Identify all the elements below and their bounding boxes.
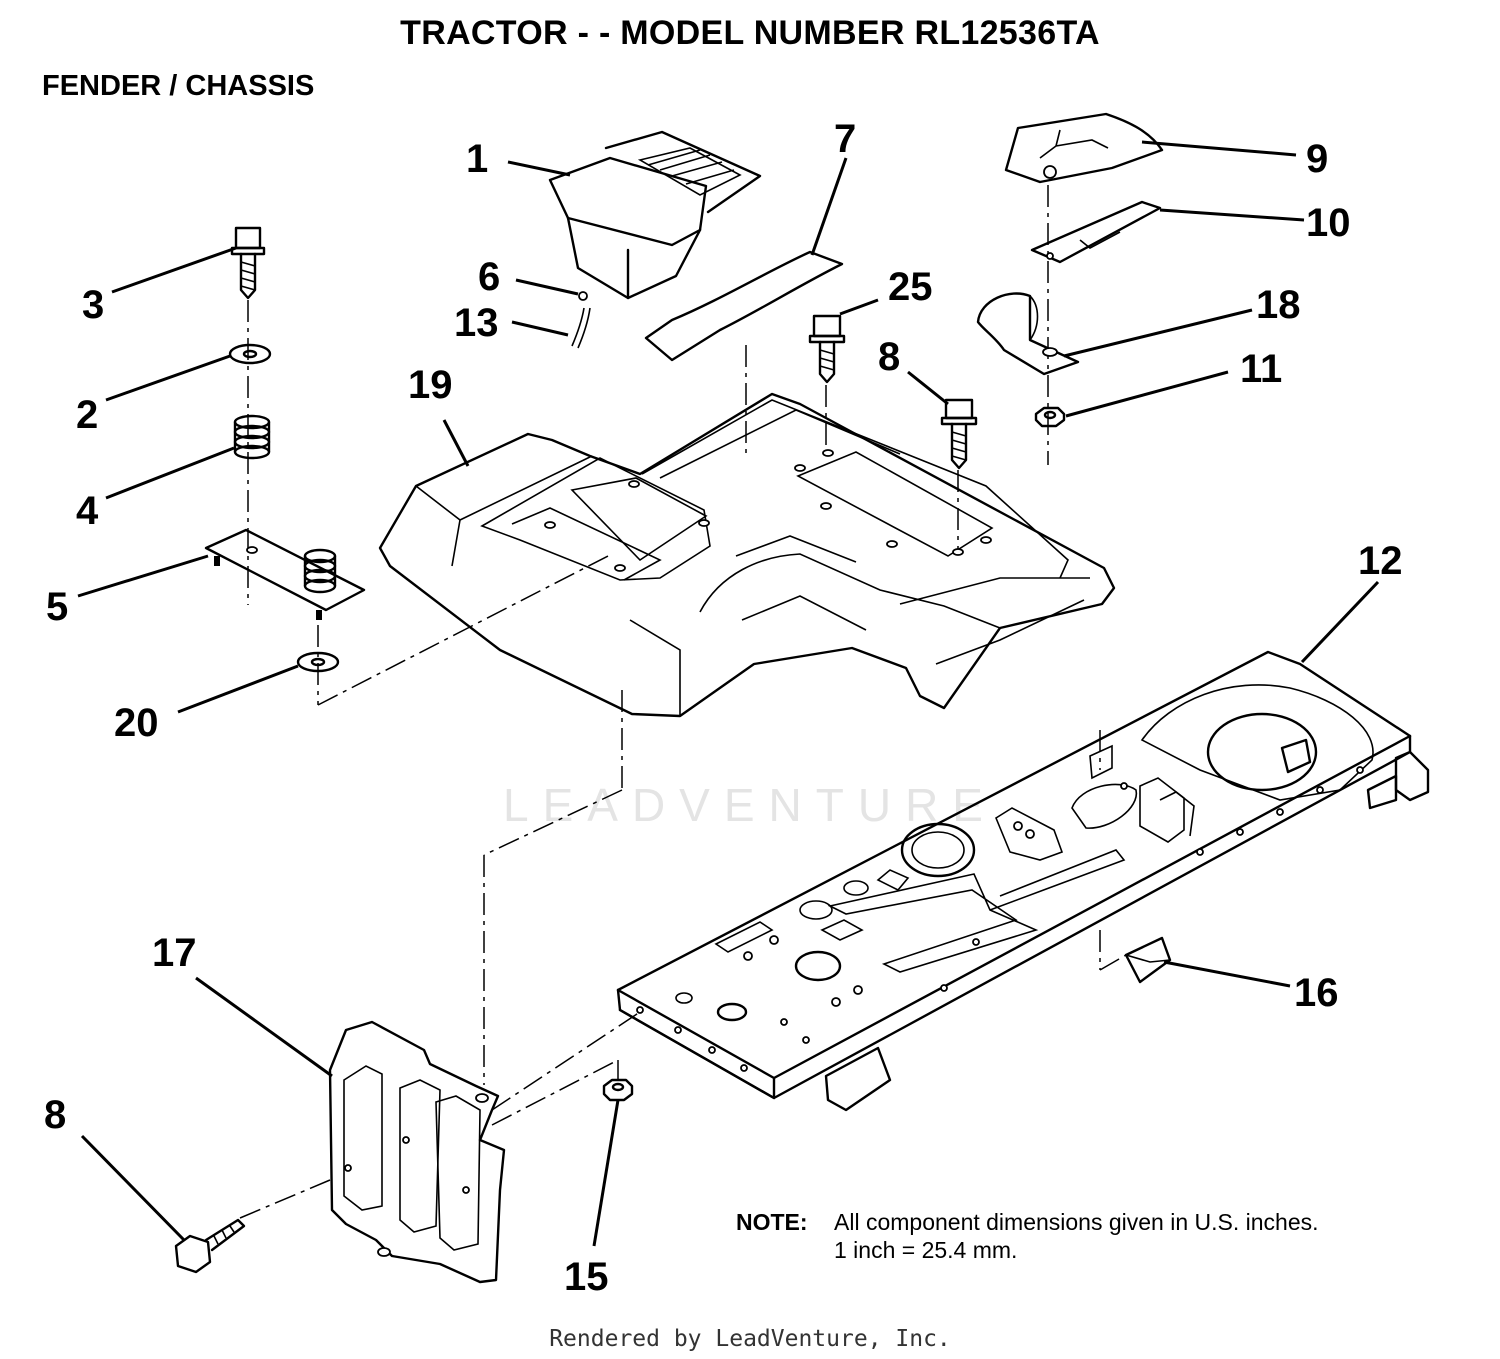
part-2-washer bbox=[228, 343, 272, 365]
callout-20: 20 bbox=[114, 701, 159, 745]
callout-labels: 1 2 3 4 5 6 7 8 8 9 10 11 12 13 15 16 17… bbox=[44, 117, 1403, 1299]
assembly-lines bbox=[239, 185, 1127, 1219]
part-8-bolt-lower bbox=[174, 1218, 246, 1274]
render-credit: Rendered by LeadVenture, Inc. bbox=[549, 1326, 951, 1352]
callout-11: 11 bbox=[1240, 347, 1282, 391]
callout-6: 6 bbox=[478, 255, 500, 299]
part-11-nut bbox=[1034, 406, 1066, 428]
callout-19: 19 bbox=[408, 363, 453, 407]
part-18-strap bbox=[976, 292, 1080, 376]
callout-17: 17 bbox=[152, 931, 197, 975]
callout-3: 3 bbox=[82, 283, 104, 327]
part-9-cover bbox=[1004, 112, 1164, 184]
part-1-battery-box bbox=[548, 130, 762, 300]
callout-13: 13 bbox=[454, 301, 499, 345]
callout-4: 4 bbox=[76, 489, 99, 533]
part-17-bracket-plate bbox=[328, 1020, 506, 1284]
part-6-13-clip-tube bbox=[571, 291, 591, 349]
part-8-bolt-upper bbox=[940, 398, 978, 470]
callout-18: 18 bbox=[1256, 283, 1301, 327]
callout-5: 5 bbox=[46, 585, 68, 629]
note-label: NOTE: bbox=[736, 1209, 808, 1235]
part-20-washer bbox=[296, 651, 340, 673]
leader-lines bbox=[77, 140, 1380, 1247]
part-25-bolt bbox=[808, 314, 846, 384]
diagram-title: TRACTOR - - MODEL NUMBER RL12536TA bbox=[400, 14, 1100, 52]
callout-2: 2 bbox=[76, 393, 98, 437]
callout-25: 25 bbox=[888, 265, 933, 309]
part-16-wedge bbox=[1124, 936, 1172, 984]
callout-8-upper: 8 bbox=[878, 335, 900, 379]
callout-7: 7 bbox=[834, 117, 856, 161]
part-12-chassis-frame bbox=[616, 650, 1430, 1112]
callout-1: 1 bbox=[466, 137, 488, 181]
callout-8-lower: 8 bbox=[44, 1093, 66, 1137]
part-5-spring-plate bbox=[204, 528, 366, 620]
part-4-spring bbox=[233, 414, 271, 460]
callout-15: 15 bbox=[564, 1255, 609, 1299]
callout-10: 10 bbox=[1306, 201, 1351, 245]
callout-12: 12 bbox=[1358, 539, 1403, 583]
note-line-1: All component dimensions given in U.S. i… bbox=[834, 1209, 1319, 1235]
part-3-bolt bbox=[230, 226, 266, 300]
dimension-note: NOTE: All component dimensions given in U… bbox=[736, 1208, 1319, 1264]
note-line-2: 1 inch = 25.4 mm. bbox=[834, 1237, 1018, 1263]
watermark-text: LEADVENTURE bbox=[503, 779, 997, 831]
callout-9: 9 bbox=[1306, 137, 1328, 181]
callout-16: 16 bbox=[1294, 971, 1339, 1015]
part-19-fender bbox=[378, 392, 1116, 718]
part-7-decal bbox=[644, 250, 844, 362]
section-subtitle: FENDER / CHASSIS bbox=[42, 70, 315, 102]
part-15-nut bbox=[602, 1078, 634, 1102]
part-10-bracket bbox=[1030, 200, 1162, 264]
